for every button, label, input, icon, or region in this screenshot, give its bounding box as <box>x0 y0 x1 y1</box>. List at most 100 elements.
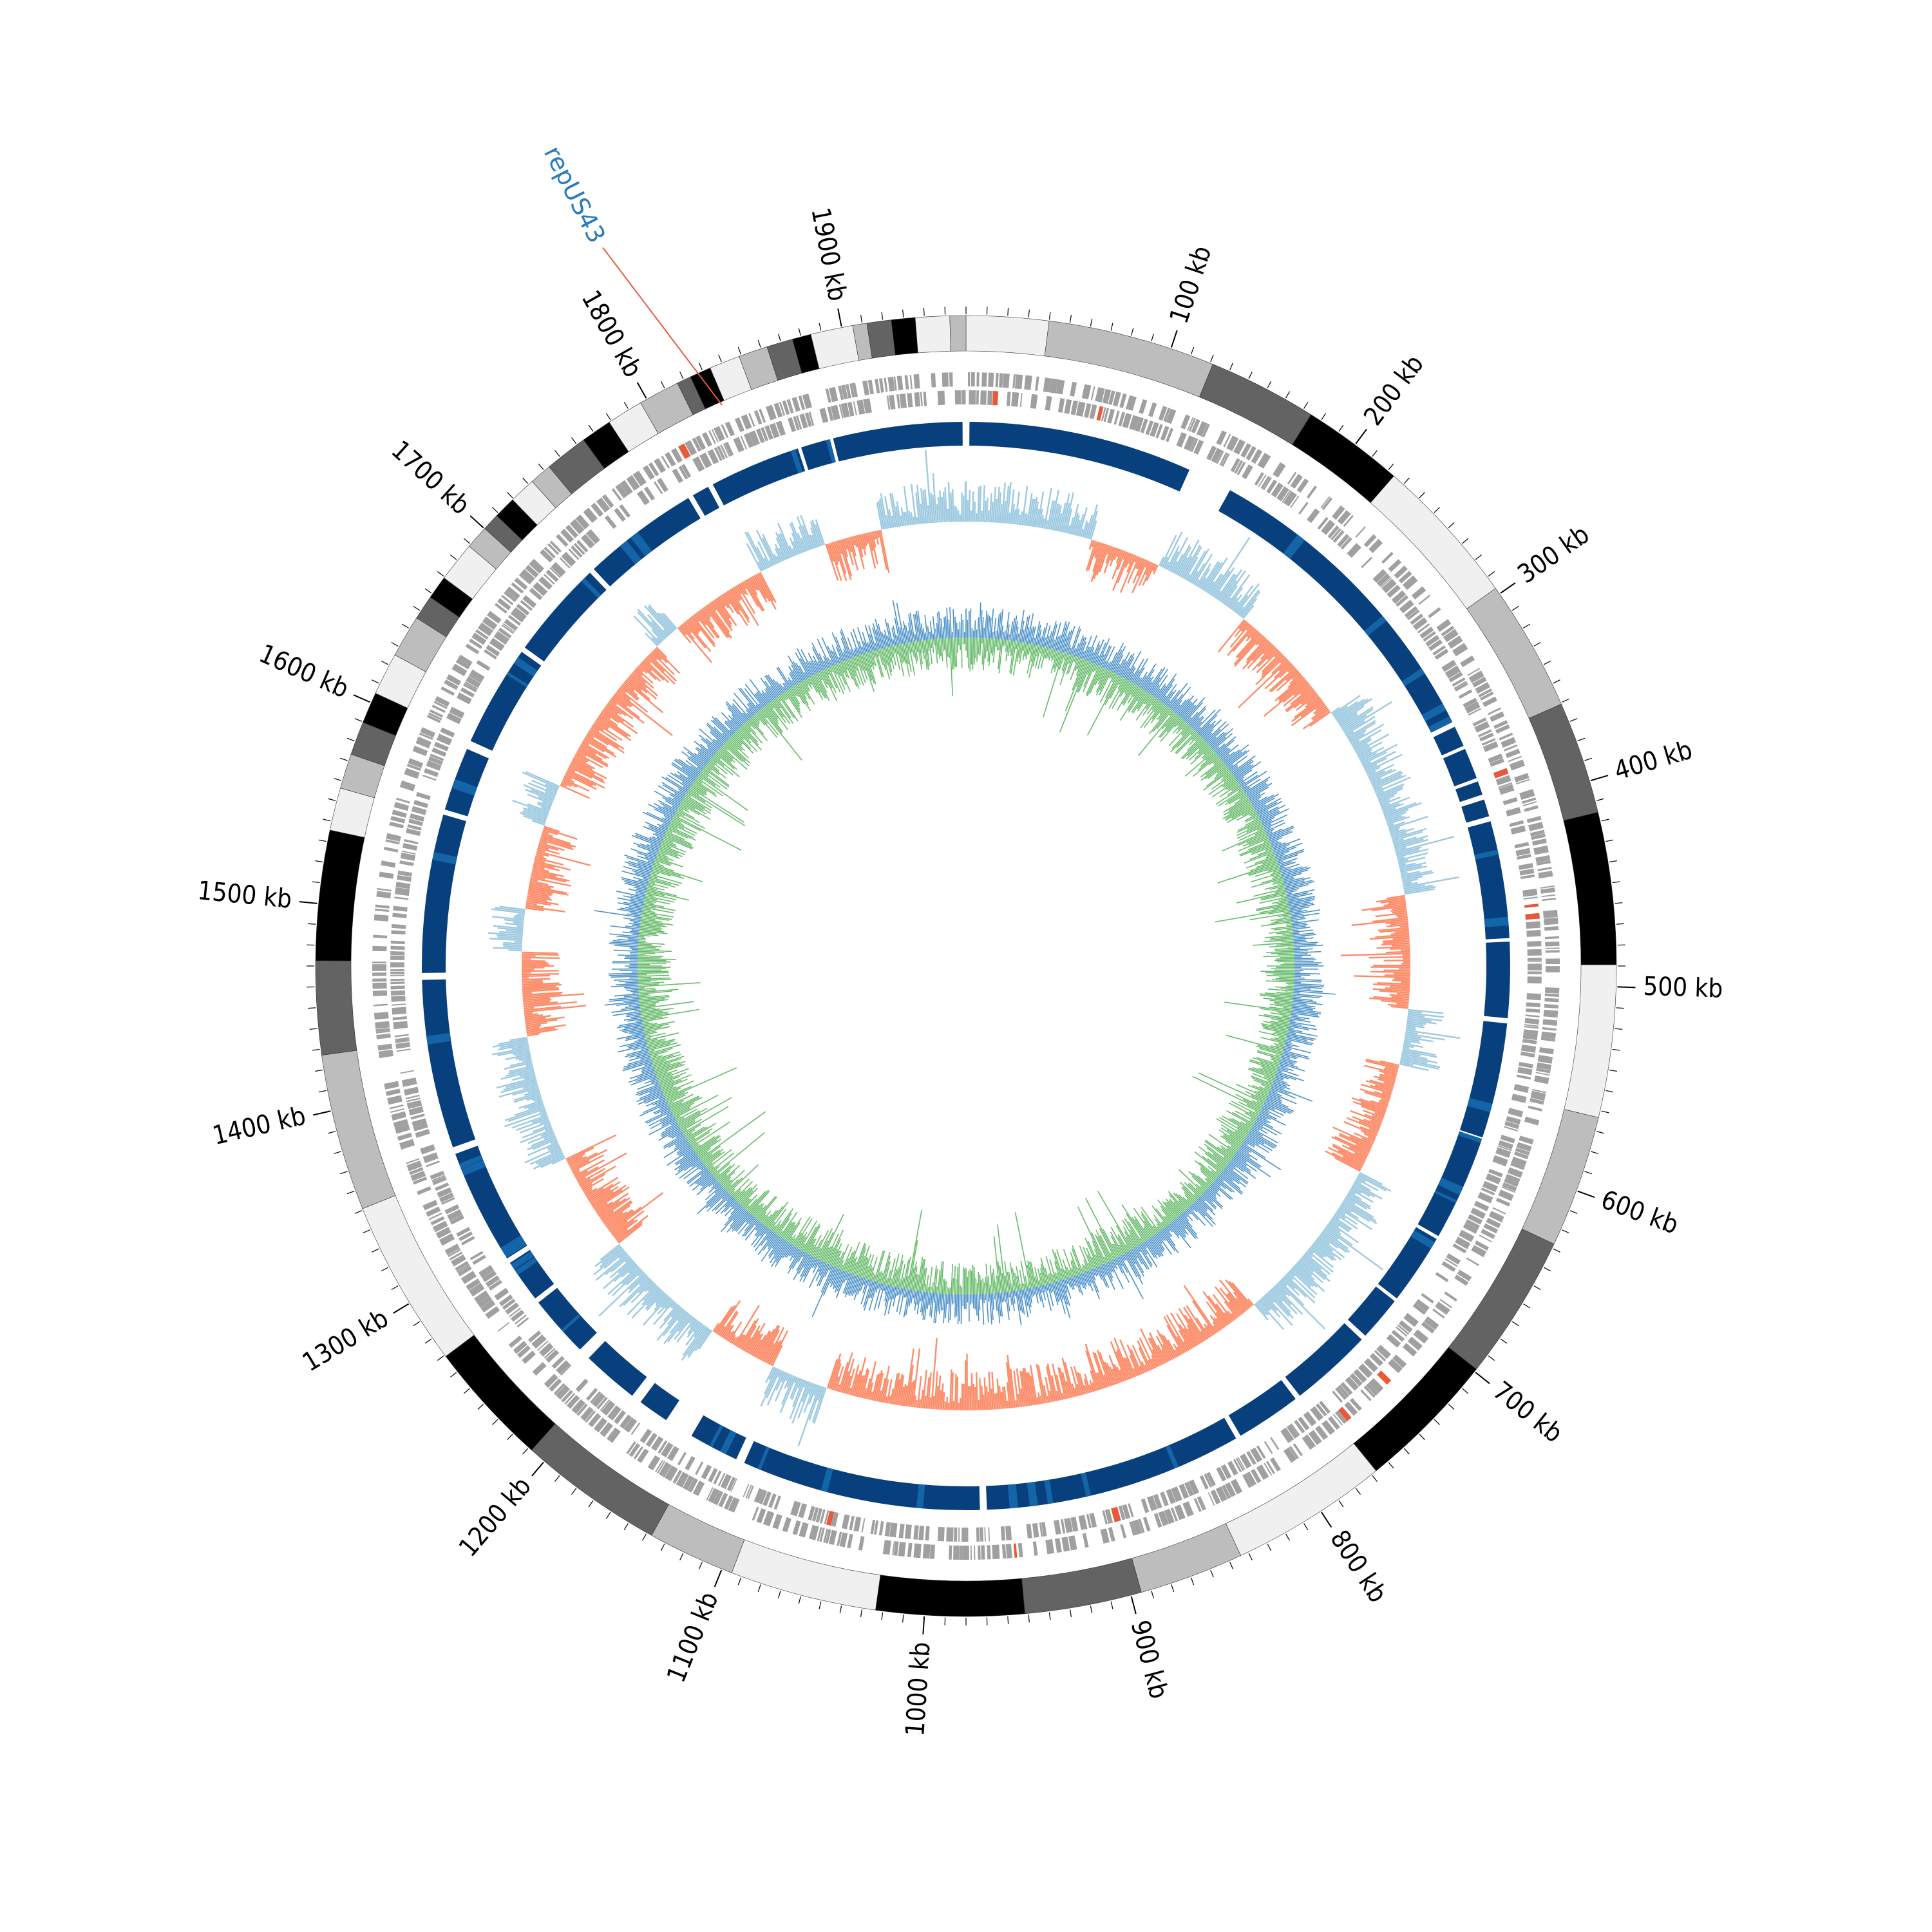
gc-content-bar-in <box>643 1026 663 1031</box>
gc-content-bar-in <box>1151 703 1164 720</box>
gc-skew-bar <box>1392 831 1423 842</box>
gc-content-bar-out <box>1043 1285 1046 1293</box>
gene-feature <box>987 390 993 405</box>
gc-skew-bar <box>504 1111 547 1128</box>
gc-content-bar-in <box>826 1247 835 1264</box>
gc-content-bar-in <box>1204 762 1226 780</box>
gc-content-bar-in <box>840 1264 844 1270</box>
gene-feature <box>884 377 888 392</box>
gc-skew-bar <box>660 612 676 630</box>
gc-skew-bar <box>538 845 549 850</box>
gene-feature <box>1458 689 1473 699</box>
gene-feature <box>665 451 676 467</box>
gene-feature <box>1499 732 1513 741</box>
minor-tick <box>1229 1562 1234 1569</box>
gc-skew-bar <box>1289 1269 1318 1295</box>
gene-feature <box>1540 887 1555 894</box>
gc-content-bar-in <box>658 1068 689 1081</box>
gc-skew-bar <box>1123 1357 1133 1379</box>
gc-content-bar-out <box>1249 1130 1278 1147</box>
blast-light-segment <box>790 449 803 474</box>
tick-label: 100 kb <box>1164 242 1218 327</box>
gc-skew-bar <box>809 534 816 549</box>
gc-content-bar-out <box>1177 695 1195 715</box>
gc-content-bar-in <box>1251 878 1283 888</box>
gc-content-bar-in <box>724 1170 745 1189</box>
gc-content-bar-out <box>1034 621 1041 645</box>
gc-skew-bar <box>1228 1301 1241 1317</box>
gc-content-bar-out <box>1231 1159 1251 1173</box>
gc-content-bar-in <box>992 638 995 656</box>
gene-feature <box>400 1070 415 1074</box>
gc-content-bar-out <box>691 1159 702 1168</box>
blast-light-segment <box>506 672 529 688</box>
gene-feature <box>960 1545 963 1560</box>
gc-content-bar-in <box>1030 1262 1037 1287</box>
gc-skew-bar <box>677 627 692 643</box>
gene-feature <box>435 696 450 707</box>
gc-content-bar-out <box>790 1247 797 1256</box>
gc-content-bar-in <box>1228 798 1249 811</box>
gc-content-bar-out <box>1191 1204 1213 1227</box>
gc-content-bar-in <box>790 1234 797 1244</box>
gene-feature <box>954 1527 958 1542</box>
gc-content-bar-in <box>1075 660 1088 687</box>
gc-skew-bar <box>1250 630 1258 639</box>
gc-skew-bar <box>613 1262 636 1282</box>
blast-light-segment <box>460 1160 486 1176</box>
gc-skew-bar <box>1011 504 1015 524</box>
gc-skew-bar <box>786 1374 793 1388</box>
gc-content-bar-out <box>1289 1021 1316 1027</box>
gc-content-bar-out <box>638 1037 646 1040</box>
gene-feature <box>527 1330 542 1343</box>
gc-skew-bar <box>712 600 732 628</box>
gc-content-bar-in <box>869 1256 878 1281</box>
gene-feature <box>1501 737 1517 748</box>
gc-content-bar-in <box>940 1261 944 1294</box>
gc-content-bar-out <box>1166 699 1171 706</box>
gene-feature <box>1347 543 1361 558</box>
gc-skew-bar <box>915 492 920 524</box>
gc-skew-bar <box>878 1390 882 1402</box>
gene-feature <box>389 821 404 829</box>
gc-skew-bar <box>1331 1136 1369 1155</box>
gc-skew-bar <box>688 1316 695 1324</box>
gc-skew-bar <box>533 862 555 869</box>
gc-content-bar-in <box>1256 904 1289 911</box>
gc-skew-bar <box>841 1371 849 1394</box>
gc-skew-bar <box>629 675 658 700</box>
gene-feature <box>792 1520 801 1535</box>
gc-content-bar-out <box>1290 1015 1310 1019</box>
gc-skew-bar <box>522 1058 532 1063</box>
gc-skew-bar <box>1183 1285 1217 1334</box>
gc-content-bar-in <box>725 1184 732 1191</box>
gc-skew-bar <box>1037 1365 1046 1404</box>
gc-content-bar-out <box>1131 1249 1138 1259</box>
gc-content-bar-in <box>831 1243 842 1266</box>
gc-content-bar-in <box>1229 1134 1243 1144</box>
gc-skew-bar <box>550 1140 558 1144</box>
gc-skew-bar <box>924 489 929 524</box>
gc-content-bar-in <box>717 1170 731 1182</box>
gc-content-bar-out <box>663 1135 685 1150</box>
gc-skew-bar <box>603 1260 635 1289</box>
gc-skew-bar <box>924 450 933 524</box>
gc-content-bar-out <box>1159 684 1173 702</box>
gene-feature <box>1111 1506 1121 1522</box>
gc-content-bar-out <box>628 1072 656 1083</box>
gc-skew-bar <box>1294 697 1321 719</box>
gc-skew-bar <box>1401 1051 1421 1057</box>
gc-skew-bar <box>1404 1037 1420 1042</box>
gc-content-bar-out <box>1081 1273 1087 1287</box>
gene-feature <box>1526 1008 1540 1013</box>
gc-skew-bar <box>616 691 673 737</box>
gene-feature <box>1544 993 1559 997</box>
gene-feature <box>747 1485 754 1499</box>
gene-feature <box>1368 538 1383 553</box>
gc-skew-bar <box>891 515 895 528</box>
gc-skew-bar <box>574 1159 605 1177</box>
gc-content-bar-in <box>642 1021 649 1024</box>
contig-block <box>1044 320 1213 397</box>
gene-feature <box>374 914 389 922</box>
